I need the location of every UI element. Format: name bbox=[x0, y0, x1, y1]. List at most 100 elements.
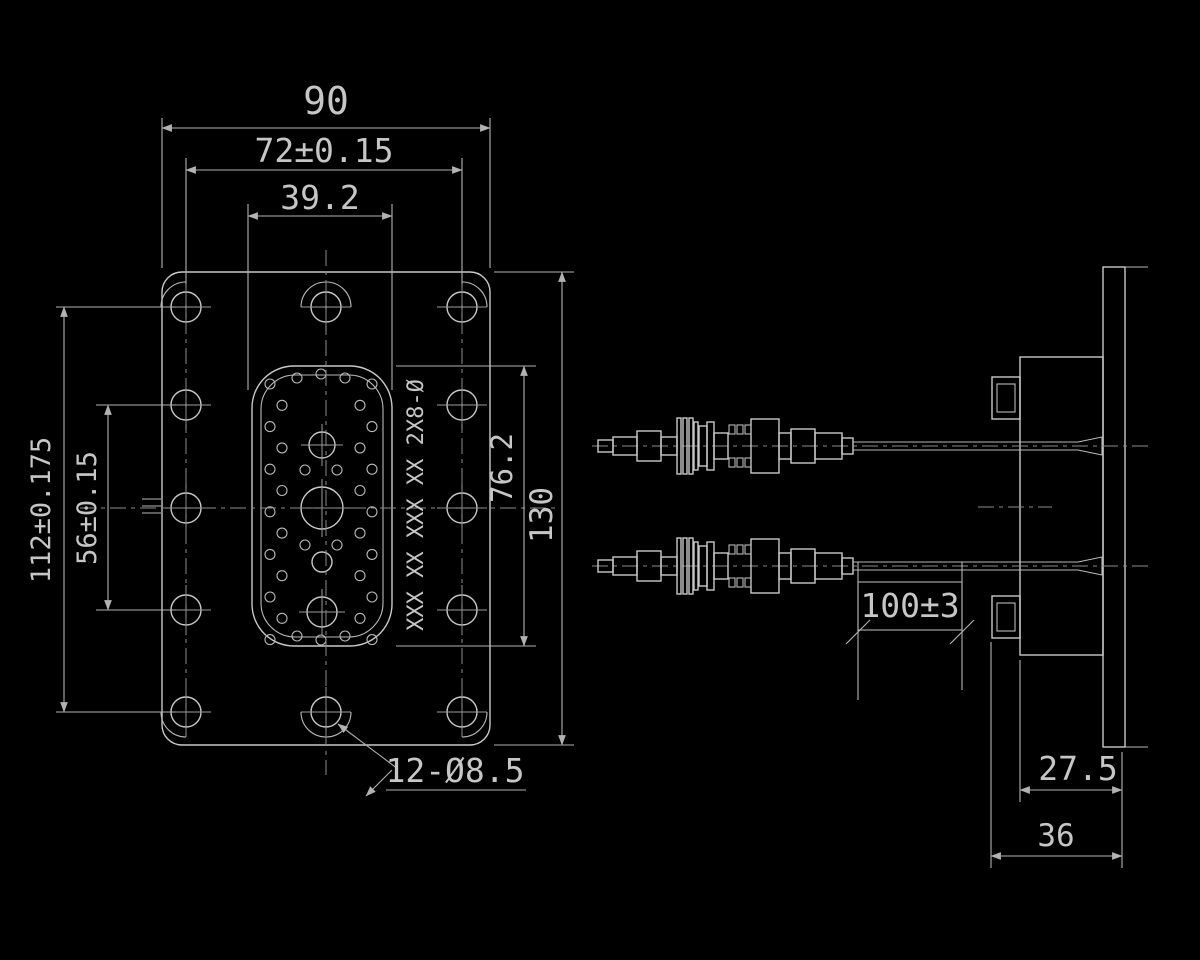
dimension-tick bbox=[949, 619, 975, 645]
thread-mark bbox=[728, 424, 736, 435]
spot-face-arc bbox=[461, 711, 488, 738]
dimension-total-depth: 36 bbox=[990, 642, 1123, 868]
connector-segment bbox=[693, 541, 699, 591]
connector-segment bbox=[676, 537, 682, 595]
thread-mark bbox=[744, 424, 752, 435]
coax-assembly-lower bbox=[592, 537, 1148, 595]
dimension-insert-width: 39.2 bbox=[247, 178, 393, 390]
connector-segment bbox=[688, 537, 694, 595]
insert-pin bbox=[299, 539, 311, 551]
insert-pin bbox=[366, 548, 378, 560]
dim-bolt-span-vertical-half: 56±0.15 bbox=[72, 451, 103, 565]
insert-pin bbox=[264, 378, 276, 390]
dimension-bolt-span-vertical: 112±0.175 bbox=[26, 306, 176, 713]
fastener-inner bbox=[996, 602, 1016, 632]
dim-bolt-span-vertical: 112±0.175 bbox=[26, 437, 57, 583]
leader-line bbox=[365, 769, 393, 797]
dimension-bolt-span-horizontal: 72±0.15 bbox=[185, 131, 463, 284]
thread-mark bbox=[736, 424, 744, 435]
thread-mark bbox=[744, 544, 752, 555]
insert-pin bbox=[291, 630, 303, 642]
insert-pin bbox=[276, 399, 288, 411]
thread-mark bbox=[736, 577, 744, 588]
insert-pin bbox=[299, 464, 311, 476]
insert-pin bbox=[366, 463, 378, 475]
insert-pin bbox=[354, 442, 366, 454]
coax-assembly-upper bbox=[592, 417, 1148, 475]
spot-face-arc bbox=[160, 281, 187, 308]
insert-pin bbox=[366, 378, 378, 390]
insert-pin bbox=[276, 527, 288, 539]
insert-pin bbox=[315, 368, 327, 380]
insert-pin bbox=[339, 630, 351, 642]
insert-pin bbox=[291, 372, 303, 384]
insert-pin bbox=[366, 421, 378, 433]
connector-segment bbox=[841, 437, 854, 455]
thread-mark bbox=[744, 577, 752, 588]
insert-pin bbox=[276, 442, 288, 454]
connector-segment bbox=[688, 417, 694, 475]
connector-segment bbox=[713, 552, 729, 580]
thread-mark bbox=[728, 457, 736, 468]
insert-pin bbox=[264, 548, 276, 560]
dim-height-overall: 130 bbox=[524, 487, 560, 543]
connector-segment bbox=[682, 537, 688, 595]
thread-mark bbox=[728, 544, 736, 555]
center-contacts bbox=[293, 424, 351, 635]
dim-cable-length: 100±3 bbox=[860, 586, 959, 625]
front-view: 90 72±0.15 39.2 112±0.175 56 bbox=[26, 79, 574, 797]
thread-mark bbox=[744, 457, 752, 468]
bracket-fastener-bottom bbox=[991, 595, 1021, 639]
bracket-body bbox=[1019, 356, 1104, 656]
spot-face-arc bbox=[461, 281, 488, 308]
insert-pin bbox=[366, 591, 378, 603]
fastener-outline bbox=[991, 595, 1021, 639]
dim-total-depth: 36 bbox=[1037, 818, 1074, 854]
insert-pins bbox=[264, 368, 378, 646]
datum-mark bbox=[142, 498, 161, 514]
fastener-inner bbox=[996, 383, 1016, 413]
connector-segment bbox=[693, 421, 699, 471]
connector-segment bbox=[676, 417, 682, 475]
insert-pin bbox=[366, 634, 378, 646]
insert-pin bbox=[276, 612, 288, 624]
insert-pin bbox=[354, 570, 366, 582]
insert-pin bbox=[331, 464, 343, 476]
dimension-width-overall: 90 bbox=[161, 79, 491, 268]
insert-pin bbox=[276, 570, 288, 582]
contact-circle bbox=[311, 551, 333, 573]
dim-bracket-depth: 27.5 bbox=[1038, 749, 1117, 788]
insert-pin bbox=[264, 463, 276, 475]
insert-pin bbox=[354, 399, 366, 411]
dimension-height-overall: 130 bbox=[494, 271, 574, 746]
dim-insert-width: 39.2 bbox=[280, 178, 359, 217]
dim-holes-callout: 12-Ø8.5 bbox=[385, 751, 524, 790]
insert-pin bbox=[331, 539, 343, 551]
insert-inner-outline bbox=[260, 374, 384, 638]
dim-bolt-span-horizontal: 72±0.15 bbox=[254, 131, 393, 170]
dimension-insert-height: 76.2 bbox=[396, 365, 536, 647]
insert-pin bbox=[264, 506, 276, 518]
dim-insert-height: 76.2 bbox=[485, 433, 519, 503]
fastener-outline bbox=[991, 376, 1021, 420]
cable-taper bbox=[1077, 569, 1103, 576]
spot-face-arc bbox=[160, 711, 187, 738]
side-view: 100±3 27.5 36 bbox=[592, 266, 1148, 868]
bracket-fastener-top bbox=[991, 376, 1021, 420]
cable-taper bbox=[1077, 436, 1103, 443]
holes-callout: 12-Ø8.5 bbox=[337, 723, 526, 797]
insert-pin bbox=[264, 591, 276, 603]
cable-taper bbox=[1077, 449, 1103, 456]
dimension-tick bbox=[845, 619, 871, 645]
insert-pin bbox=[264, 421, 276, 433]
insert-outline bbox=[251, 365, 393, 647]
insert-pin bbox=[264, 634, 276, 646]
thread-mark bbox=[736, 544, 744, 555]
cable-taper bbox=[1077, 556, 1103, 563]
spot-face-arcs bbox=[160, 281, 488, 738]
thread-mark bbox=[728, 577, 736, 588]
thread-mark bbox=[736, 457, 744, 468]
mounting-holes bbox=[161, 282, 487, 737]
insert-pin bbox=[354, 612, 366, 624]
